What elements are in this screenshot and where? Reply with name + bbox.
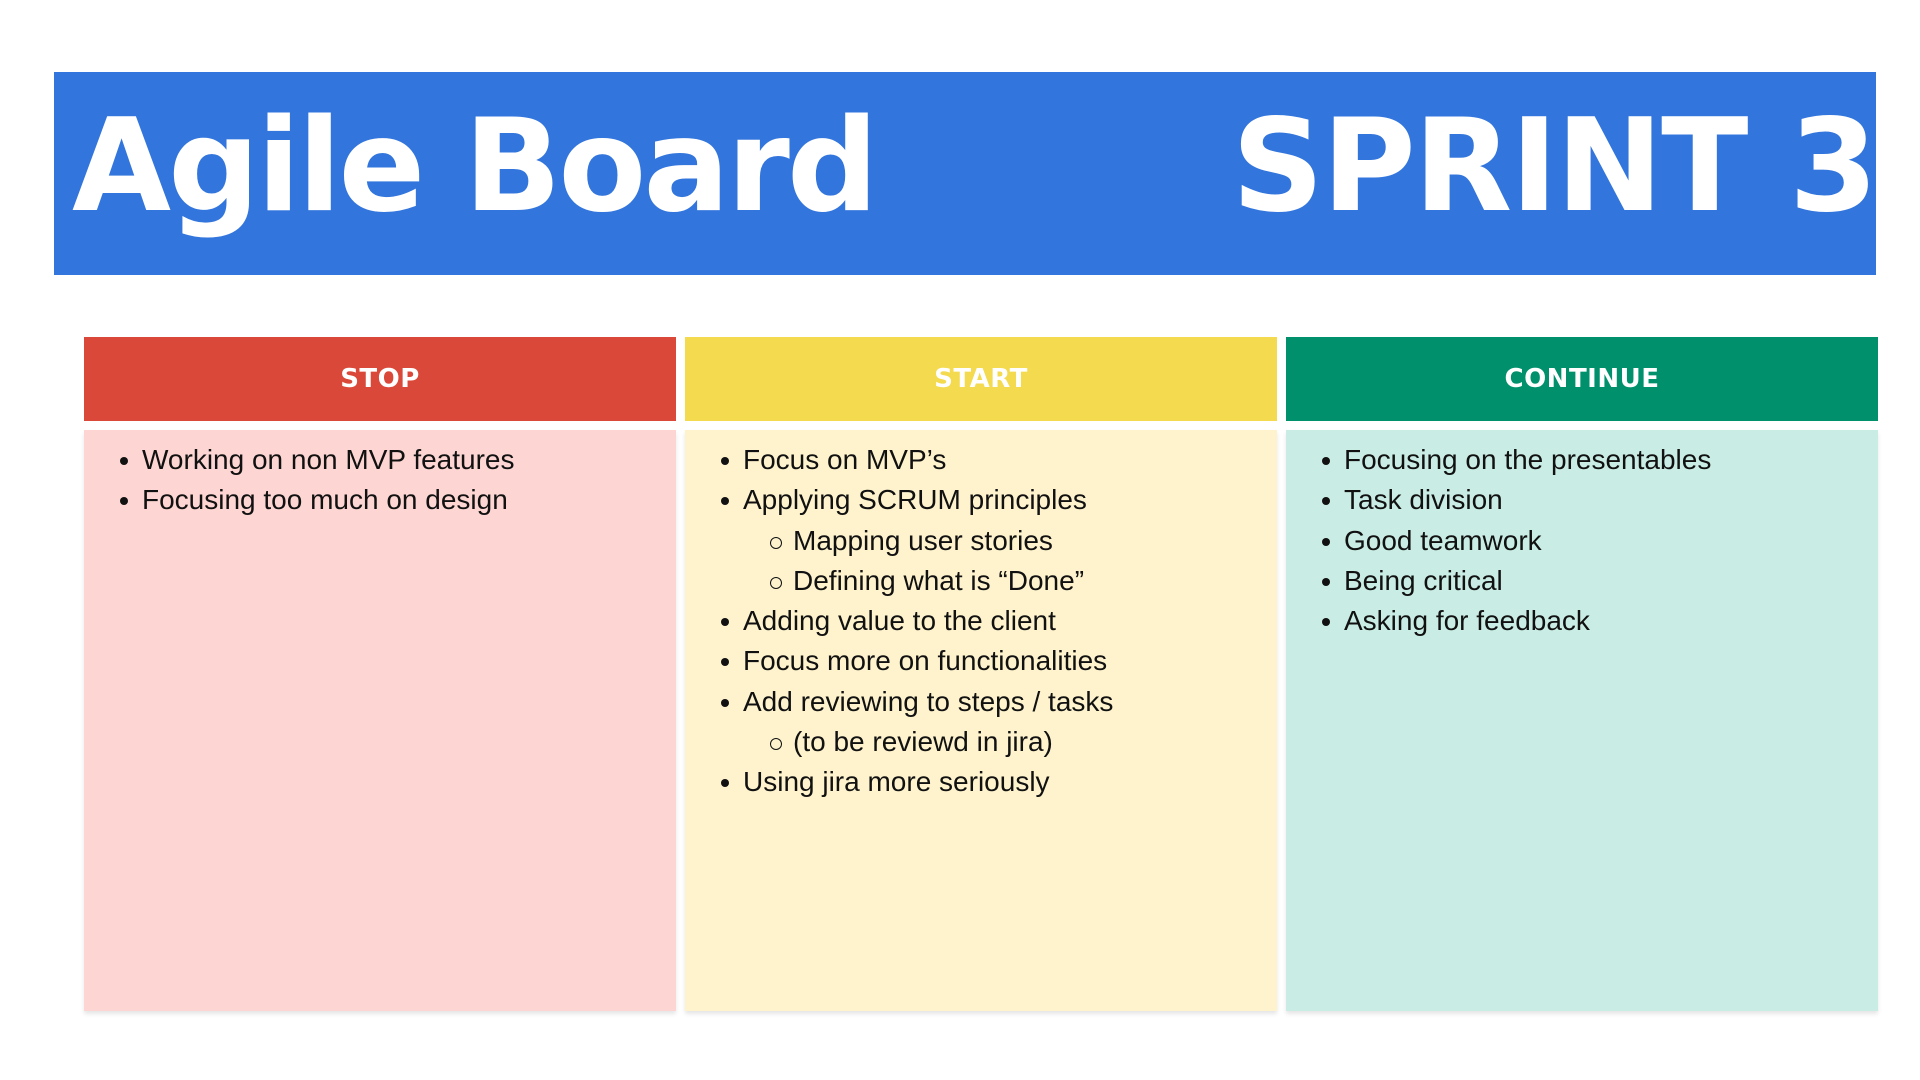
list-item: Good teamwork: [1316, 521, 1878, 561]
column-header-start: START: [685, 337, 1277, 421]
list-item: Focus on MVP’s: [715, 440, 1277, 480]
list-item: Applying SCRUM principles: [715, 480, 1277, 520]
list-item: Add reviewing to steps / tasks: [715, 682, 1277, 722]
column-header-stop: STOP: [84, 337, 676, 421]
sub-list-item: Mapping user stories: [715, 521, 1277, 561]
sprint-label: SPRINT 3: [1231, 92, 1878, 241]
list-item: Using jira more seriously: [715, 762, 1277, 802]
column-header-continue: CONTINUE: [1286, 337, 1878, 421]
list-item: Focusing on the presentables: [1316, 440, 1878, 480]
sub-list-item: Defining what is “Done”: [715, 561, 1277, 601]
board-banner: [54, 72, 1876, 275]
list-item: Focusing too much on design: [114, 480, 676, 520]
board-title: Agile Board: [72, 92, 878, 241]
list-item: Asking for feedback: [1316, 601, 1878, 641]
sub-list-item: (to be reviewd in jira): [715, 722, 1277, 762]
list-item: Task division: [1316, 480, 1878, 520]
list-item: Being critical: [1316, 561, 1878, 601]
list-item: Adding value to the client: [715, 601, 1277, 641]
list-item: Focus more on functionalities: [715, 641, 1277, 681]
list-item: Working on non MVP features: [114, 440, 676, 480]
